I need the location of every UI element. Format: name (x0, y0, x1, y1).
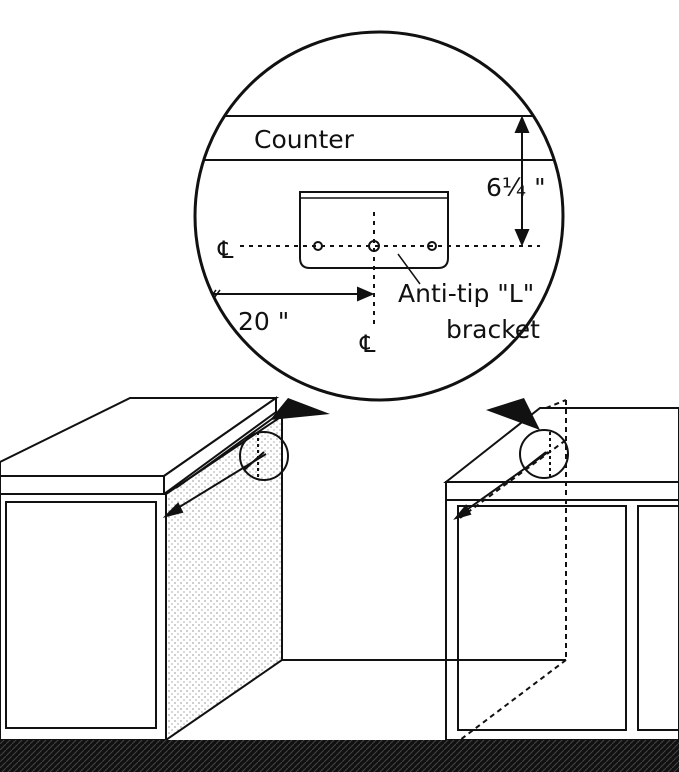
width-dimension-label: 20 " (238, 307, 289, 336)
left-countertop-edge (0, 475, 165, 495)
centerline-symbol-horizontal: ℄ (217, 236, 234, 264)
magnified-detail: Counter 6¼ " ℄ ℄ Anti-tip "L" bracket 20… (193, 30, 565, 402)
right-countertop-edge (445, 481, 679, 501)
floor (0, 740, 679, 772)
left-cabinet-door (5, 501, 157, 729)
counter-label: Counter (254, 125, 355, 154)
screw-hole-right (427, 241, 437, 251)
detail-circle (193, 30, 565, 402)
left-cabinet (0, 396, 283, 742)
left-countertop-side (163, 396, 277, 496)
right-cabinet (443, 407, 679, 741)
bracket-label-line1: Anti-tip "L" (398, 279, 534, 308)
range-dashed-outline (459, 399, 567, 741)
right-cabinet-door-2 (637, 505, 679, 731)
right-callout-wedge (486, 398, 540, 430)
height-dimension-label: 6¼ " (486, 173, 546, 202)
range-opening (281, 416, 566, 661)
right-countertop (443, 407, 679, 483)
right-bracket-location-circle (519, 429, 569, 479)
anti-tip-bracket (299, 191, 449, 269)
screw-hole-center (368, 240, 380, 252)
left-callout-wedge (270, 398, 330, 420)
centerline-symbol-vertical: ℄ (359, 330, 376, 358)
left-bracket-location-circle (239, 431, 289, 481)
small-circle-details (243, 432, 551, 478)
right-cabinet-door-1 (457, 505, 627, 731)
bracket-label-line2: bracket (446, 315, 540, 344)
screw-hole-left (313, 241, 323, 251)
